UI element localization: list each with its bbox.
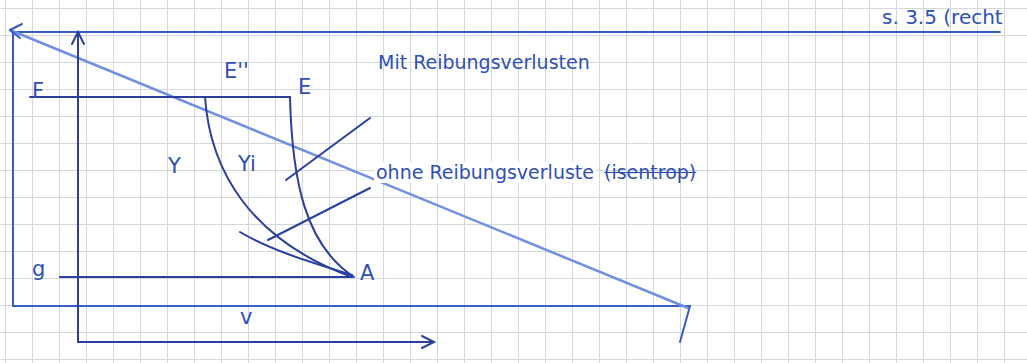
curve-note: ohne Reibungsverluste — [374, 162, 596, 183]
struck-note: (isentrop) — [602, 162, 698, 183]
axis-label: v — [238, 306, 254, 329]
point-label: E — [296, 76, 313, 99]
point-label: g — [30, 258, 47, 281]
point-label: A — [358, 262, 376, 285]
area-label: Yi — [236, 153, 258, 176]
point-label: F — [30, 80, 46, 103]
page-reference: s. 3.5 (recht — [880, 6, 1005, 28]
point-label: E'' — [222, 60, 251, 83]
curve-note: Mit Reibungsverlusten — [376, 52, 592, 73]
area-label: Y — [166, 155, 183, 178]
